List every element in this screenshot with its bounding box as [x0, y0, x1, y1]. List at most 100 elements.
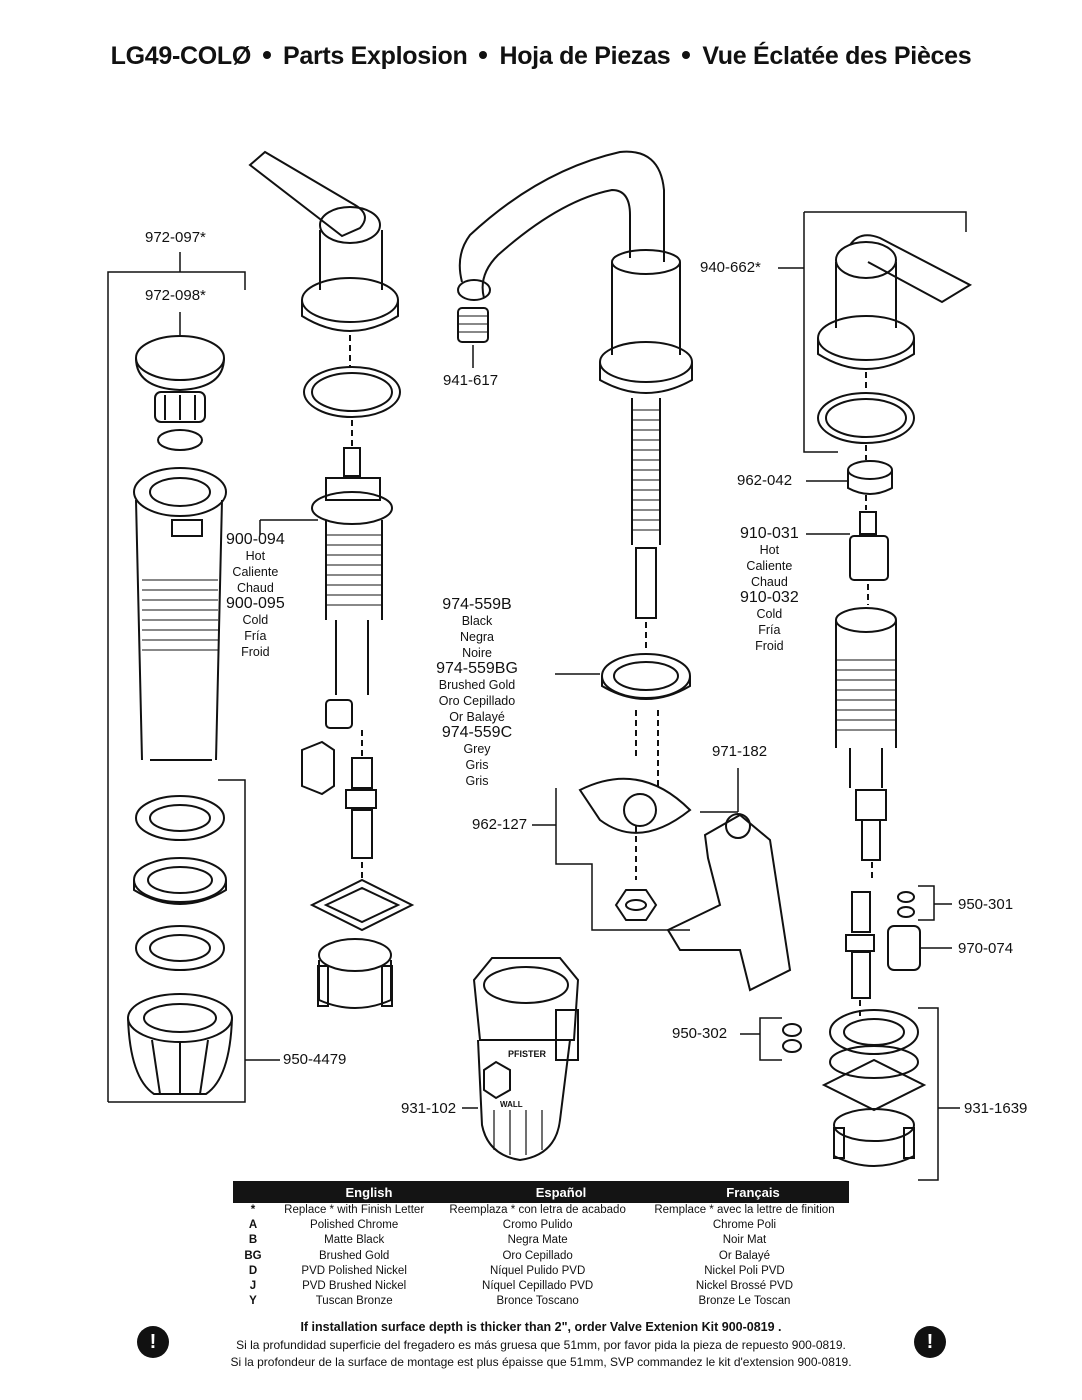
legend-header-espanol: Español [535, 1184, 587, 1200]
legend-es: Níquel Pulido PVD [490, 1264, 586, 1277]
body-embossed-text: PFISTER [508, 1049, 547, 1059]
legend-code: B [248, 1234, 258, 1247]
label-910-031-group: 910-031 Hot Caliente Chaud 910-032 Cold … [740, 526, 799, 654]
label-900-095-fria: Fría [244, 629, 267, 643]
bullet-icon [682, 51, 691, 60]
label-962-042: 962-042 [737, 472, 793, 489]
title-model: LG49-COLØ [110, 42, 252, 70]
label-910-032: 910-032 [740, 589, 799, 606]
legend-header: English Español Français [233, 1181, 849, 1203]
legend-en: PVD Polished Nickel [301, 1264, 407, 1277]
label-974-559C-gris: Gris [465, 758, 489, 772]
label-974-559B-negra: Negra [459, 630, 495, 644]
label-974-559-group: 974-559B Black Negra Noire 974-559BG Bru… [434, 597, 520, 789]
legend-es: Reemplaza * con letra de acabado [449, 1204, 626, 1217]
finish-legend: English Español Français * Replace * with… [233, 1181, 849, 1309]
label-900-094-hot: Hot [245, 549, 266, 563]
legend-code: Y [249, 1295, 257, 1308]
legend-en: Matte Black [324, 1234, 385, 1247]
label-931-102: 931-102 [401, 1100, 457, 1117]
table-row: * Replace * with Finish Letter Reemplaza *… [233, 1203, 849, 1218]
label-974-559C-grey: Grey [463, 742, 491, 756]
label-910-032-fria: Fría [758, 623, 781, 637]
table-row: Y Tuscan Bronze Bronce Toscano Bronze Le To… [233, 1294, 849, 1309]
label-900-095: 900-095 [226, 595, 285, 612]
spout-assembly [457, 150, 792, 1162]
legend-en: Polished Chrome [310, 1219, 399, 1232]
right-handle-valve [555, 211, 973, 1181]
legend-code: D [248, 1264, 258, 1277]
label-910-031-hot: Hot [759, 543, 780, 557]
label-974-559B-noire: Noire [462, 646, 492, 660]
drain-assembly [107, 252, 280, 1103]
label-900-095-froid: Froid [241, 645, 270, 659]
legend-es: Negra Mate [507, 1234, 568, 1247]
legend-code: A [248, 1219, 258, 1232]
legend-code: * [250, 1204, 256, 1217]
legend-es: Bronce Toscano [496, 1295, 579, 1308]
legend-fr: Chrome Poli [712, 1219, 777, 1232]
legend-code: J [249, 1280, 257, 1293]
legend-header-francais: Français [726, 1184, 780, 1200]
label-900-094-caliente: Caliente [232, 565, 279, 579]
bullet-icon [263, 51, 271, 60]
legend-en: Brushed Gold [319, 1249, 390, 1262]
note-french: Si la profondeur de la surface de montag… [230, 1355, 852, 1369]
label-974-559C: 974-559C [441, 724, 513, 741]
label-910-032-froid: Froid [755, 639, 784, 653]
legend-en: Tuscan Bronze [315, 1295, 393, 1308]
legend-fr: Bronze Le Toscan [698, 1295, 791, 1308]
body-embossed-text-2: WALL [500, 1100, 523, 1109]
legend-fr: Nickel Brossé PVD [695, 1280, 794, 1293]
title-en: Parts Explosion [283, 42, 468, 70]
page-title: LG49-COLØ Parts Explosion Hoja de Piezas Vu… [0, 42, 1082, 71]
label-900-094-chaud: Chaud [236, 581, 274, 595]
legend-es: Níquel Cepillado PVD [482, 1280, 594, 1293]
label-962-127: 962-127 [472, 816, 528, 833]
label-910-031-caliente: Caliente [746, 559, 793, 573]
label-950-301: 950-301 [958, 896, 1014, 913]
label-974-559B-black: Black [461, 614, 493, 628]
label-972-097: 972-097* [145, 229, 206, 246]
label-900-094: 900-094 [226, 531, 285, 548]
label-910-032-cold: Cold [756, 607, 783, 621]
label-971-182: 971-182 [712, 743, 768, 760]
table-row: J PVD Brushed Nickel Níquel Cepillado PVD N… [233, 1279, 849, 1294]
legend-fr: Nickel Poli PVD [704, 1264, 785, 1277]
label-972-098: 972-098* [145, 287, 206, 304]
warning-icon: ! [914, 1326, 946, 1358]
table-row: A Polished Chrome Cromo Pulido Chrome Poli [233, 1218, 849, 1233]
legend-header-english: English [345, 1184, 393, 1200]
table-row: D PVD Polished Nickel Níquel Pulido PVD Nic… [233, 1264, 849, 1279]
legend-table: * Replace * with Finish Letter Reemplaza *… [233, 1203, 849, 1309]
title-es: Hoja de Piezas [499, 42, 671, 70]
legend-en: Replace * with Finish Letter [284, 1204, 425, 1217]
label-941-617: 941-617 [443, 372, 499, 389]
legend-en: PVD Brushed Nickel [302, 1280, 407, 1293]
label-910-031: 910-031 [740, 525, 799, 542]
label-950-302: 950-302 [672, 1025, 728, 1042]
legend-es: Oro Cepillado [502, 1249, 573, 1262]
label-970-074: 970-074 [958, 940, 1014, 957]
label-900-094-group: 900-094 Hot Caliente Chaud 900-095 Cold … [226, 532, 285, 660]
label-900-095-cold: Cold [242, 613, 269, 627]
label-910-031-chaud: Chaud [750, 575, 788, 589]
label-974-559BG-or: Or Balayé [449, 710, 505, 724]
note-spanish: Si la profundidad superficie del fregade… [236, 1338, 846, 1352]
label-974-559BG-oro: Oro Cepillado [438, 694, 516, 708]
label-940-662: 940-662* [700, 259, 761, 276]
label-974-559C-gris-fr: Gris [465, 774, 489, 788]
legend-es: Cromo Pulido [502, 1219, 573, 1232]
left-handle-valve [248, 150, 415, 1009]
note-english: If installation surface depth is thicker… [300, 1320, 782, 1334]
label-931-1639: 931-1639 [964, 1100, 1028, 1117]
warning-icon: ! [137, 1326, 169, 1358]
label-974-559BG-gold: Brushed Gold [438, 678, 516, 692]
label-974-559B: 974-559B [442, 596, 512, 613]
legend-code: BG [244, 1249, 262, 1262]
title-fr: Vue Éclatée des Pièces [702, 42, 972, 70]
bullet-icon [479, 51, 488, 60]
